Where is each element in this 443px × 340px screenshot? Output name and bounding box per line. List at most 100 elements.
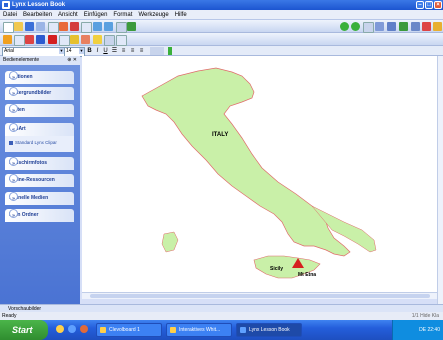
start-button[interactable]: Start [0,320,48,340]
align-right-icon[interactable]: ≡ [139,48,144,54]
open-icon[interactable] [14,22,23,31]
quicklaunch-icon[interactable] [68,325,76,333]
scroll-thumb[interactable] [90,294,430,298]
taskbar-item-label: Interaktives Whit... [179,327,221,333]
taskbar-item-active[interactable]: Lynx Lesson Book [236,323,302,337]
quicklaunch-icon[interactable] [56,325,64,333]
menu-bearbeiten[interactable]: Bearbeiten [23,11,53,18]
chevron-down-icon[interactable]: » [9,192,18,202]
screen-icon[interactable] [375,22,384,31]
select-icon[interactable] [3,35,12,44]
chevron-down-icon[interactable]: » [9,174,18,184]
menu-format[interactable]: Format [113,11,133,18]
print-icon[interactable] [36,22,45,31]
align-center-icon[interactable]: ≡ [130,48,135,54]
help-icon[interactable] [433,22,442,31]
back-icon[interactable] [340,22,349,31]
panel-item-online-ressourcen[interactable]: Online-Ressourcen » [5,174,74,187]
window-icon [100,327,106,333]
redo-icon[interactable] [104,22,113,31]
fill-icon[interactable] [116,35,127,46]
undo-icon[interactable] [93,22,102,31]
thumbnails-label: Vorschaubilder [8,306,42,312]
horizontal-scrollbar[interactable] [82,292,437,299]
panel-item-clipart[interactable]: ClipArt « [5,123,74,136]
chevron-down-icon[interactable]: » [9,104,18,114]
pen-red-icon[interactable] [25,35,34,44]
text-icon[interactable] [104,35,115,46]
menu-hilfe[interactable]: Hilfe [174,11,187,18]
color-icon[interactable] [48,35,57,44]
delete-icon[interactable] [81,22,92,33]
sardinia-island [161,231,179,253]
chevron-down-icon[interactable]: ▼ [59,48,64,54]
list-item[interactable]: Standard Lynx Clipar [9,140,57,145]
chevron-down-icon[interactable]: ▼ [79,48,84,54]
map-label-etna: Mt Etna [298,272,316,278]
maximize-button[interactable]: □ [425,1,433,9]
panel-item-schnelle-medien[interactable]: Schnelle Medien » [5,192,74,205]
line-icon[interactable] [59,35,70,46]
taskbar-item[interactable]: Clevolboard 1 [96,323,162,337]
etna-marker-icon[interactable] [292,258,304,268]
copy-icon[interactable] [59,22,68,31]
chevron-down-icon[interactable]: » [9,157,18,167]
panel-title: Bedienelemente [3,57,40,63]
italic-button[interactable]: I [96,48,99,54]
pen-blue-icon[interactable] [36,35,45,44]
italy-heel [311,205,377,253]
menu-datei[interactable]: Datei [3,11,18,18]
app-icon [2,1,10,9]
chevron-up-icon[interactable]: « [9,123,18,133]
minimize-button[interactable]: – [416,1,424,9]
menu-ansicht[interactable]: Ansicht [58,11,78,18]
align-left-icon[interactable]: ≡ [121,48,126,54]
taskbar: Start Clevolboard 1 Interaktives Whit...… [0,320,443,340]
list-icon[interactable]: ☰ [111,48,118,54]
web-icon[interactable] [399,22,408,31]
quicklaunch-icon[interactable] [80,325,88,333]
highlighter-icon[interactable] [70,35,79,44]
cut-icon[interactable] [48,22,59,33]
move-icon[interactable] [411,22,420,31]
vertical-scrollbar[interactable] [437,56,443,304]
taskbar-item[interactable]: Interaktives Whit... [166,323,232,337]
menu-einfuegen[interactable]: Einfügen [83,11,108,18]
new-icon[interactable] [3,22,14,33]
chevron-down-icon[interactable]: » [9,71,18,81]
panel-item-mein-ordner[interactable]: Mein Ordner » [5,209,74,222]
panel-pin-close[interactable]: ⊕ ✕ [67,57,77,63]
window-title-bar: Lynx Lesson Book – □ × [0,0,443,10]
font-name: Arial [4,48,15,54]
menu-werkzeuge[interactable]: Werkzeuge [138,11,169,18]
zoom-icon[interactable] [116,22,127,33]
forward-icon[interactable] [351,22,360,31]
underline-button[interactable]: U [103,48,108,54]
panel-item-karten[interactable]: Karten » [5,104,74,117]
chevron-down-icon[interactable]: » [9,209,18,219]
panel-item-bildschirmfotos[interactable]: Bildschirmfotos » [5,157,74,170]
tools-icon[interactable] [422,22,431,31]
page-icon[interactable] [363,22,374,33]
drawing-toolbar [0,33,443,46]
properties-icon[interactable] [127,22,136,31]
side-panel: Bedienelemente ⊕ ✕ Lektionen » Hintergru… [0,56,80,304]
bold-button[interactable]: B [87,48,92,54]
close-button[interactable]: × [434,1,442,9]
paste-icon[interactable] [70,22,79,31]
page-toggle-icon[interactable] [168,47,172,55]
panel-item-label: Online-Ressourcen [9,177,55,183]
taskbar-item-label: Clevolboard 1 [109,327,140,333]
eraser-icon[interactable] [81,35,90,44]
panel-item-lektionen[interactable]: Lektionen » [5,71,74,84]
thumbnails-bar[interactable]: Vorschaubilder [0,304,443,312]
text-color-icon[interactable] [150,47,164,55]
lesson-canvas[interactable]: ITALY Sicily Mt Etna [82,56,437,292]
shape-icon[interactable] [93,35,102,44]
record-icon[interactable] [387,22,396,31]
arrow-icon[interactable] [14,35,25,46]
chevron-down-icon[interactable]: » [9,87,18,97]
panel-item-hintergrundbilder[interactable]: Hintergrundbilder » [5,87,74,100]
panel-item-label: Schnelle Medien [9,195,49,201]
save-icon[interactable] [25,22,34,31]
